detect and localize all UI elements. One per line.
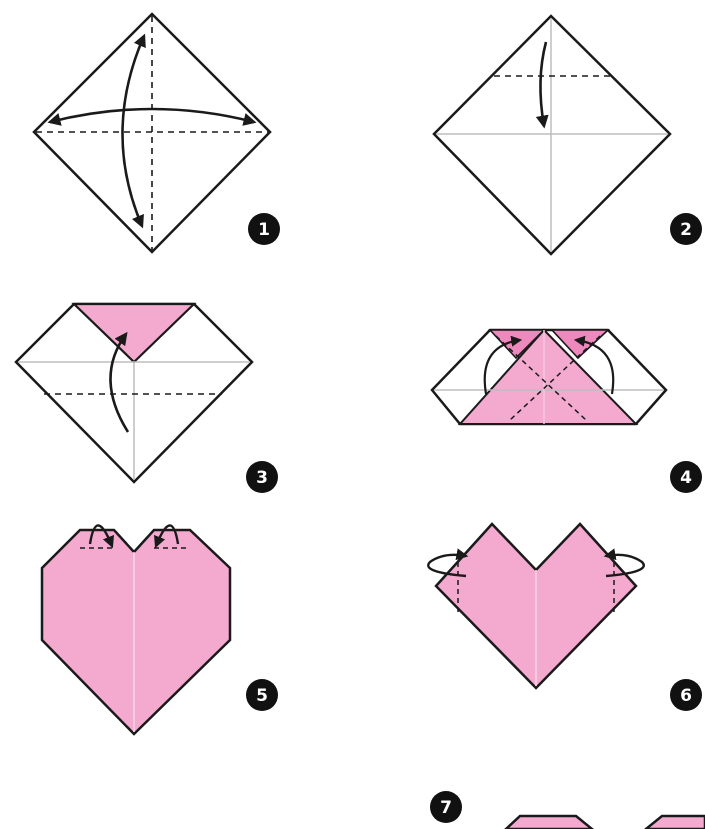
step-7-heart-left-lobe [506, 816, 592, 829]
step-5-heart [42, 530, 230, 734]
step-number-2: 2 [680, 220, 692, 240]
step-badge-1: 1 [248, 213, 280, 245]
step-2 [434, 16, 670, 254]
step-badge-4: 4 [670, 461, 702, 493]
step-1 [34, 14, 270, 252]
step-badge-2: 2 [670, 213, 702, 245]
step-6 [428, 524, 644, 688]
step-badge-7: 7 [430, 791, 462, 823]
step-4 [432, 330, 666, 424]
step-number-3: 3 [256, 468, 268, 488]
step-badge-5: 5 [246, 679, 278, 711]
step-7 [506, 816, 705, 829]
step-number-5: 5 [256, 686, 268, 706]
step-3 [16, 304, 252, 482]
step-badge-6: 6 [670, 679, 702, 711]
step-2-square [434, 16, 670, 254]
step-number-6: 6 [680, 686, 692, 706]
step-number-1: 1 [258, 220, 270, 240]
step-number-4: 4 [680, 468, 692, 488]
step-5 [42, 525, 230, 734]
step-number-7: 7 [440, 798, 452, 818]
step-7-heart-right-lobe [646, 816, 705, 829]
step-badge-3: 3 [246, 461, 278, 493]
